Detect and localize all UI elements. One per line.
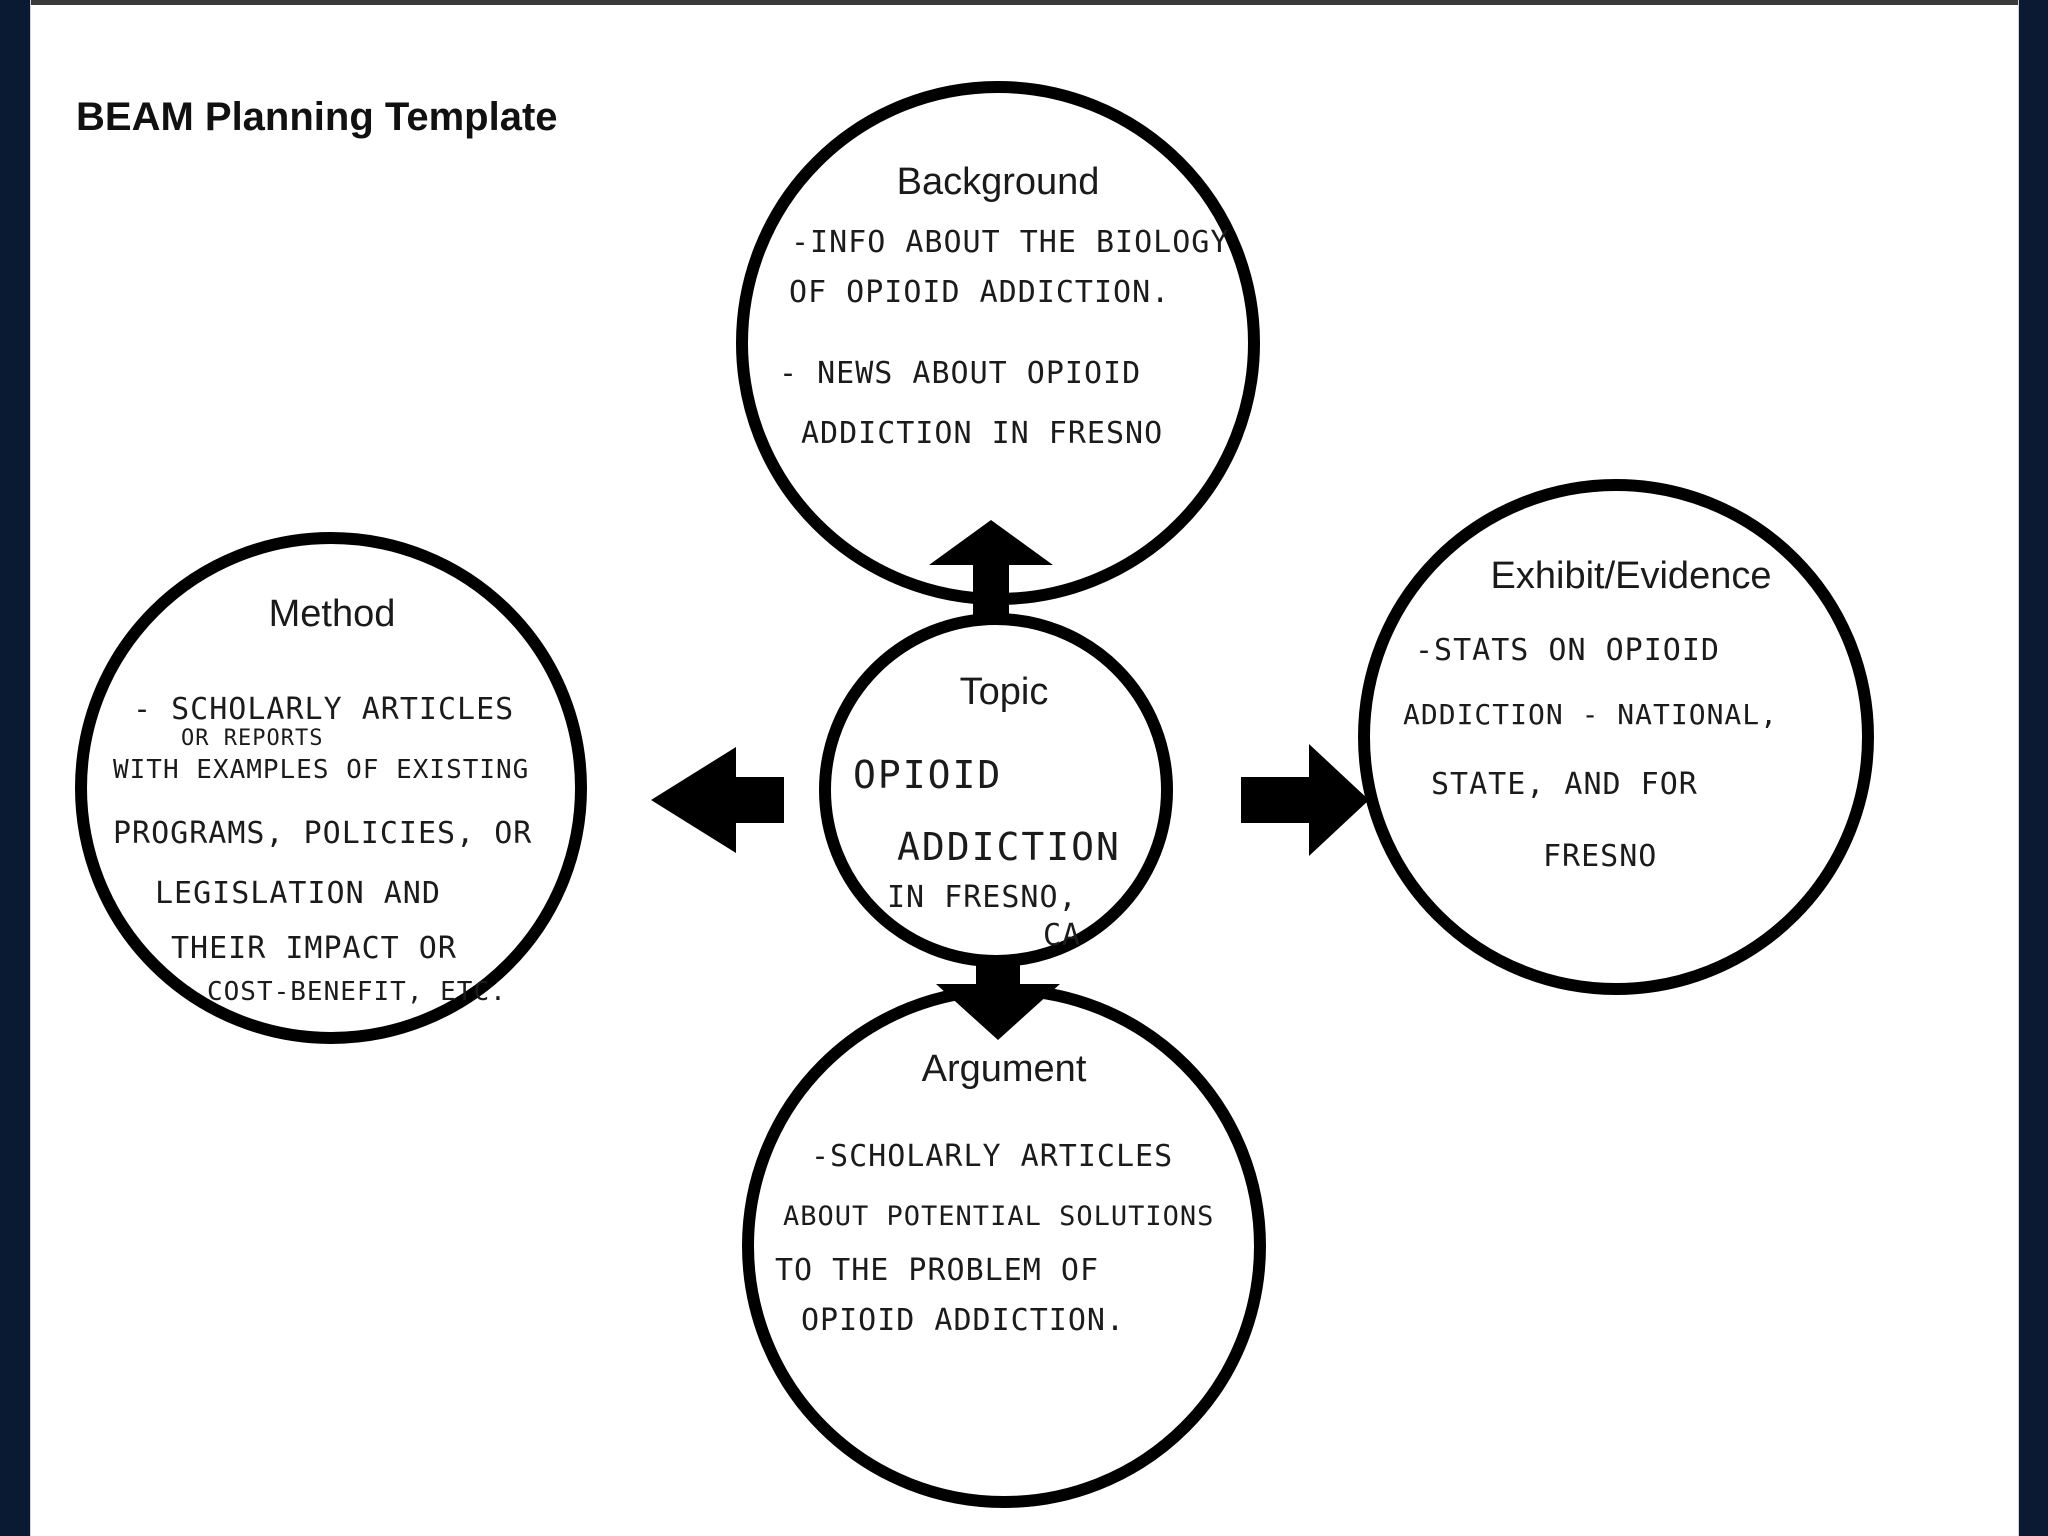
method-note-4: PROGRAMS, POLICIES, OR <box>113 816 532 851</box>
exhibit-note-4: FRESNO <box>1543 839 1657 874</box>
arrow-left <box>651 747 784 853</box>
method-note-3: WITH EXAMPLES OF EXISTING <box>113 755 529 785</box>
background-note-2: OF OPIOID ADDICTION. <box>789 275 1170 310</box>
exhibit-circle <box>1358 479 1874 995</box>
background-node: Background -INFO ABOUT THE BIOLOGY OF OP… <box>736 81 1260 605</box>
paper-sheet: BEAM Planning Template Background -INFO … <box>31 0 2018 1536</box>
topic-note-3: IN FRESNO, <box>887 880 1078 915</box>
method-note-5: LEGISLATION AND <box>155 876 441 911</box>
topic-heading: Topic <box>960 671 1049 713</box>
background-note-4: ADDICTION IN FRESNO <box>801 416 1163 451</box>
argument-node: Argument -SCHOLARLY ARTICLES ABOUT POTEN… <box>742 984 1266 1508</box>
exhibit-note-1: -STATS ON OPIOID <box>1415 633 1720 668</box>
background-note-3: - NEWS ABOUT OPIOID <box>779 356 1141 391</box>
topic-note-4: CA <box>1043 918 1081 953</box>
exhibit-heading: Exhibit/Evidence <box>1491 555 1772 597</box>
background-note-1: -INFO ABOUT THE BIOLOGY <box>791 225 1229 260</box>
top-edge-line <box>31 0 2018 5</box>
exhibit-node: Exhibit/Evidence -STATS ON OPIOID ADDICT… <box>1358 479 1874 995</box>
method-note-2: OR REPORTS <box>181 726 323 751</box>
page-title: BEAM Planning Template <box>76 95 558 139</box>
arrow-up <box>929 520 1053 630</box>
argument-note-4: OPIOID ADDICTION. <box>801 1303 1125 1338</box>
beam-diagram: Background -INFO ABOUT THE BIOLOGY OF OP… <box>75 81 1874 1508</box>
method-note-6: THEIR IMPACT OR <box>171 931 457 966</box>
topic-note-2: ADDICTION <box>897 825 1121 869</box>
background-heading: Background <box>897 161 1100 203</box>
exhibit-note-2: ADDICTION - NATIONAL, <box>1403 698 1778 731</box>
method-heading: Method <box>269 593 396 635</box>
topic-node: Topic OPIOID ADDICTION IN FRESNO, CA <box>819 613 1173 967</box>
argument-heading: Argument <box>922 1048 1087 1090</box>
argument-note-3: TO THE PROBLEM OF <box>775 1253 1099 1288</box>
argument-note-1: -SCHOLARLY ARTICLES <box>811 1139 1173 1174</box>
argument-note-2: ABOUT POTENTIAL SOLUTIONS <box>783 1201 1214 1232</box>
topic-circle <box>819 613 1173 967</box>
method-circle <box>75 532 587 1044</box>
method-node: Method - SCHOLARLY ARTICLES OR REPORTS W… <box>75 532 587 1044</box>
topic-note-1: OPIOID <box>853 753 1002 797</box>
method-note-1: - SCHOLARLY ARTICLES <box>133 692 514 727</box>
method-note-7: COST-BENEFIT, ETC. <box>207 977 507 1007</box>
exhibit-note-3: STATE, AND FOR <box>1431 767 1698 802</box>
arrow-right <box>1241 744 1369 856</box>
